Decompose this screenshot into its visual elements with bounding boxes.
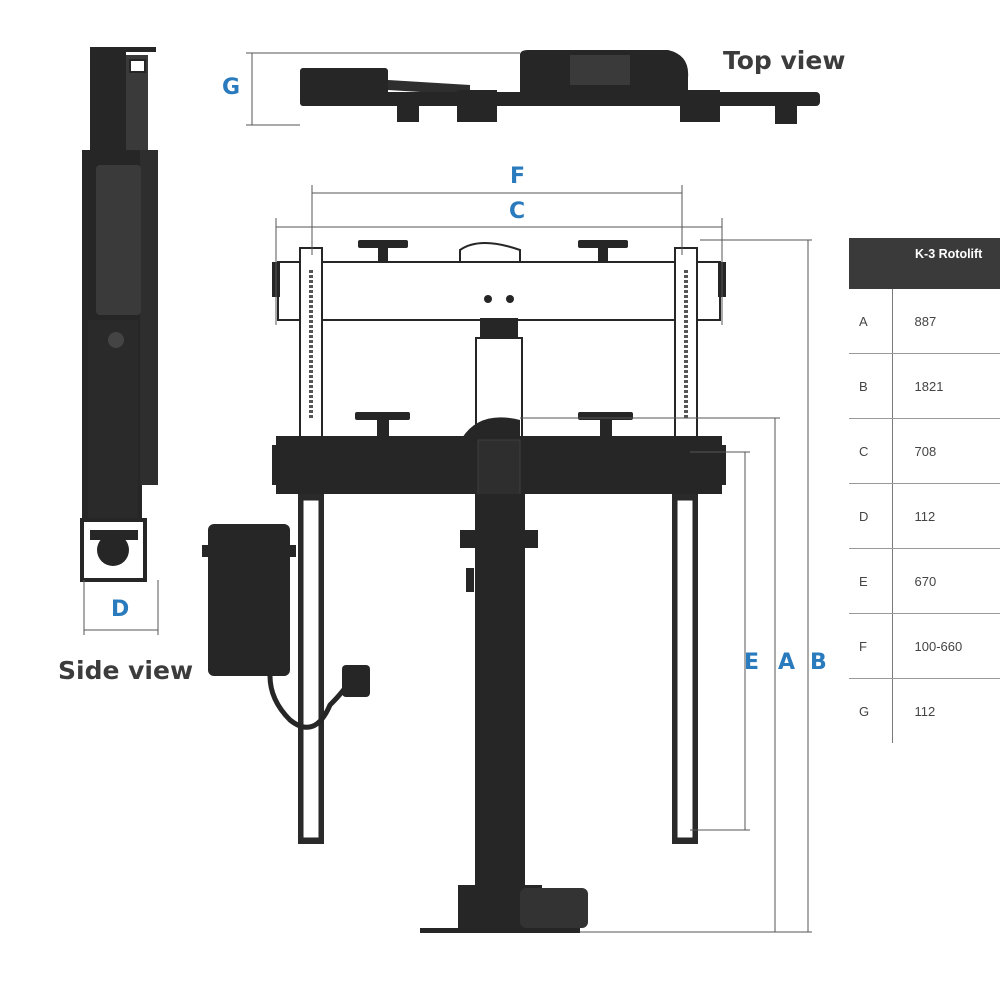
row-key: D [849,483,893,549]
dimension-label-a: A [778,650,796,675]
dimension-label-d: D [111,597,130,622]
top-view-drawing [300,50,820,124]
row-value: 708 [892,418,1000,484]
table-header-label: K-3 Rotolift [915,246,983,261]
table-row: G 112 [849,678,1000,743]
dimension-label-f: F [510,164,526,189]
dimension-label-b: B [810,650,827,675]
dimension-label-c: C [509,199,526,224]
table-header-row: K-3 Rotolift [849,238,1000,289]
side-view-drawing [80,47,158,582]
row-key: C [849,418,893,484]
row-key: B [849,353,893,419]
row-value: 112 [914,703,936,719]
top-view-label: Top view [723,46,846,75]
row-value: 112 [892,483,1000,549]
row-key: G [849,678,893,743]
side-view-label: Side view [58,656,194,685]
row-key: E [849,548,893,614]
row-value: 1821 [892,353,1000,419]
row-key: F [849,613,893,679]
row-value: 670 [892,548,1000,614]
row-key: A [849,289,893,354]
dimension-label-g: G [222,75,241,100]
row-value: 887 [892,289,1000,354]
dimension-label-e: E [744,650,760,675]
row-value: 100-660 [892,613,1000,679]
dimension-lines [83,52,812,933]
table-header: K-3 Rotolift [849,238,1000,289]
front-view-drawing [202,240,726,933]
